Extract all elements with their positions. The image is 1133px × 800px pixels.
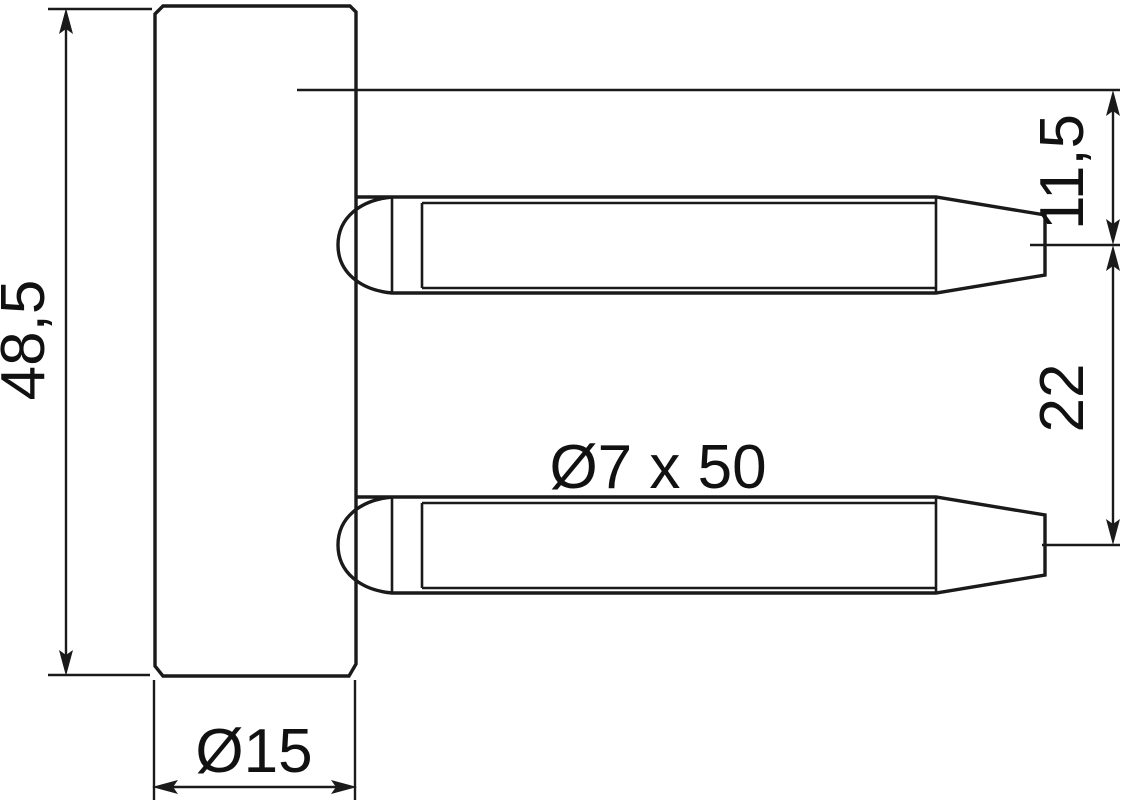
lower-pin-outline xyxy=(336,495,1047,595)
arrow-down-48 xyxy=(59,650,73,676)
lower-pin-inner-profile xyxy=(420,497,938,593)
dimension-label-body-diameter: Ø15 xyxy=(195,717,312,786)
callout-pin-spec: Ø7 x 50 xyxy=(549,433,766,502)
arrow-down-22 xyxy=(1106,519,1120,545)
dimension-overall-height: 48,5 xyxy=(0,8,73,676)
dimension-label-overall-height: 48,5 xyxy=(0,280,58,401)
arrow-up-48 xyxy=(59,8,73,34)
reference-lines xyxy=(48,7,1120,800)
dimension-label-top-offset: 11,5 xyxy=(1028,114,1097,230)
dimension-body-diameter: Ø15 xyxy=(152,717,357,794)
dimension-label-pin-spacing: 22 xyxy=(1028,364,1097,433)
dimension-pin-spacing: 22 xyxy=(1028,245,1120,545)
arrow-left-d15 xyxy=(152,780,178,794)
upper-pin-outline xyxy=(336,195,1047,295)
upper-pin-inner-profile xyxy=(420,197,938,293)
arrow-right-d15 xyxy=(331,780,357,794)
arrow-up-22 xyxy=(1106,245,1120,271)
arrow-up-115 xyxy=(1106,90,1120,116)
dimension-label-pin-spec: Ø7 x 50 xyxy=(549,433,766,502)
arrow-down-115 xyxy=(1106,219,1120,245)
body-plate-outline xyxy=(153,4,358,678)
dimension-top-offset: 11,5 xyxy=(1028,90,1120,245)
